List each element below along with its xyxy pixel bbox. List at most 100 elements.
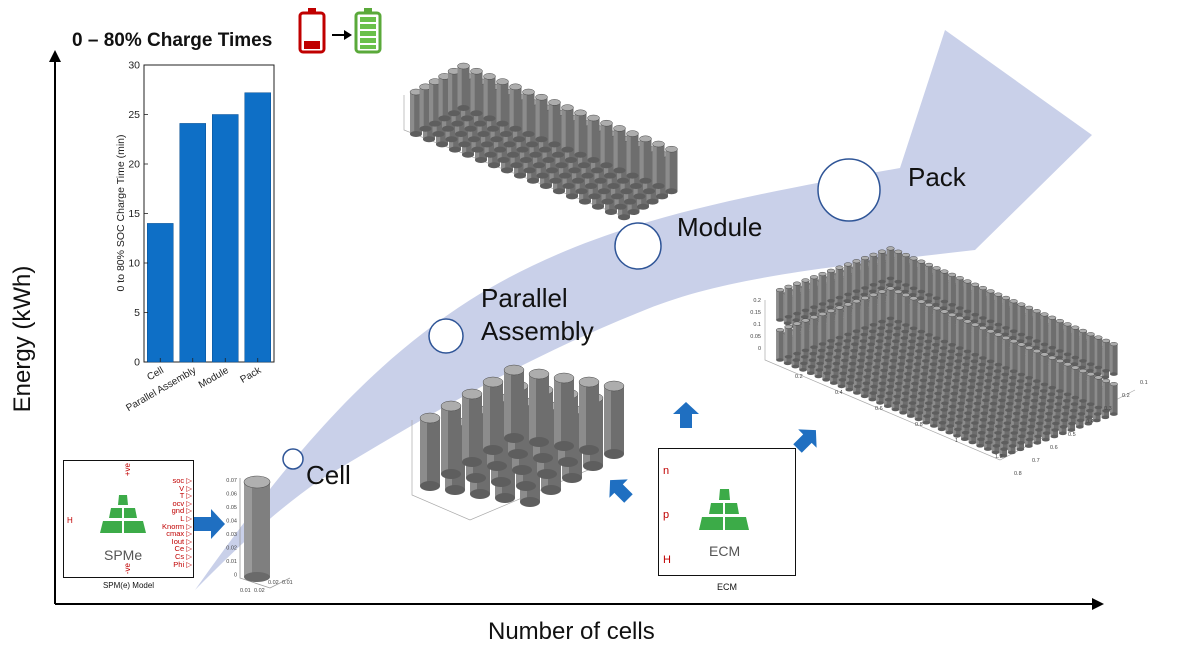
cell-z-tick-3: 0.04: [226, 519, 237, 525]
pack-stage-label: Pack: [908, 162, 966, 192]
pack-cell-120: [809, 275, 819, 310]
pack-y-tick-3: 0.4: [1086, 419, 1094, 425]
pack-z-tick-1: 0.15: [750, 310, 761, 316]
pack-cell-600: [826, 308, 836, 343]
pack-cell-396: [932, 266, 941, 301]
cell-stage-label: Cell: [306, 460, 351, 490]
pack-cell-150: [818, 271, 827, 306]
module-cell-97: [613, 125, 626, 174]
bar-2: [212, 114, 239, 363]
x-tick-label-3: Pack: [238, 365, 264, 386]
pack-cell-390: [886, 246, 895, 281]
pack-cell-395: [924, 262, 934, 297]
module-cell-90: [522, 88, 535, 137]
pack-cell-690: [852, 299, 861, 334]
spme-negative-port: -ve: [123, 563, 132, 575]
pack-cell-570: [818, 311, 827, 346]
spme-logo-icon: [100, 495, 146, 533]
spme-output-8: Iout ▷: [171, 536, 192, 546]
spme-block-caption: SPM(e) Model: [102, 581, 155, 590]
pack-cell-60: [792, 281, 802, 316]
pack-cell-403: [986, 289, 995, 324]
parallel-cell-0: [419, 412, 441, 491]
pack-cell-90: [801, 278, 810, 313]
pack-x-tick-1: 0.4: [835, 390, 843, 396]
pack-cell-817: [940, 309, 949, 344]
pack-y-tick-4: 0.5: [1068, 432, 1076, 438]
cell-x-tick-1: 0.02: [254, 588, 265, 594]
pack-cell-410: [1040, 312, 1049, 347]
pack-cell-810: [886, 286, 895, 321]
spme-output-0: soc ▷: [172, 476, 192, 485]
pack-cell-780: [877, 289, 887, 324]
pack-cell-833: [1063, 362, 1072, 397]
pack-cell-405: [1001, 295, 1011, 330]
pack-cell-540: [809, 315, 819, 350]
ecm-h-port: H: [663, 554, 671, 566]
pack-cell-821: [971, 322, 980, 357]
pack-cell-392: [901, 252, 910, 287]
ecm-block: n p H ECM: [658, 448, 796, 576]
cell-z-tick-1: 0.06: [226, 492, 237, 498]
pack-cell-399: [955, 276, 964, 310]
cell-z-tick-7: 0: [234, 573, 237, 579]
pack-cell-418: [1102, 338, 1111, 373]
module-cell-51: [438, 73, 451, 122]
pack-cell-839: [1109, 382, 1118, 416]
pack-z-tick-3: 0.05: [750, 334, 761, 340]
pack-cell-811: [894, 289, 903, 324]
pack-cell-813: [909, 296, 918, 331]
pack-cell-420: [775, 327, 785, 362]
page-title: 0 – 80% Charge Times: [72, 30, 273, 51]
pack-y-tick-7: 0.8: [1014, 471, 1022, 477]
pack-cell-827: [1017, 342, 1026, 377]
pack-y-tick-5: 0.6: [1050, 445, 1058, 451]
y-tick-label-0: 0: [134, 357, 140, 369]
bar-1: [179, 123, 206, 363]
ecm-n-port: n: [663, 465, 670, 477]
pack-cell-397: [940, 269, 949, 304]
module-cell-96: [600, 119, 613, 169]
y-tick-label-5: 25: [128, 109, 140, 121]
cell-z-tick-6: 0.01: [226, 559, 237, 565]
module-cell-99: [639, 135, 652, 184]
pack-cell-820: [963, 319, 972, 354]
pack-cell-829: [1032, 349, 1041, 383]
pack-cell-480: [792, 321, 802, 356]
empty-battery-icon: [298, 8, 326, 54]
pack-cell-819: [955, 316, 964, 350]
module-cell-17: [419, 83, 432, 132]
spme-positive-port: +ve: [123, 463, 132, 477]
pack-cell-812: [901, 292, 910, 327]
right-arrow-icon: [332, 30, 352, 40]
cell-z-tick-2: 0.05: [226, 505, 237, 511]
pack-cell-391: [894, 249, 903, 284]
spme-output-4: gnd ▷: [171, 506, 192, 516]
pack-cell-825: [1001, 335, 1011, 370]
spme-output-10: Cs ▷: [174, 552, 192, 561]
pack-cell-750: [869, 292, 878, 327]
y-tick-label-2: 10: [128, 258, 140, 270]
pack-cell-210: [835, 265, 844, 300]
pack-cell-407: [1017, 302, 1026, 337]
cell-x-tick-3: 0.01: [282, 580, 293, 586]
module-cell-0: [409, 88, 423, 137]
module-cell-100: [652, 140, 665, 189]
spme-output-9: Ce ▷: [174, 544, 192, 554]
pack-x-tick-0: 0.2: [795, 374, 803, 380]
chart-y-axis-label: 0 to 80% SOC Charge Time (min): [115, 135, 127, 292]
y-tick-label-6: 30: [128, 60, 140, 72]
pack-cell-408: [1025, 305, 1034, 340]
pack-cell-814: [917, 299, 926, 334]
parallel-cell-22: [553, 372, 575, 451]
pack-cell-240: [843, 262, 853, 297]
pack-cell-300: [860, 255, 870, 290]
parallel-cell-15: [482, 376, 504, 455]
pack-cell-393: [909, 256, 918, 291]
pack-cell-404: [994, 292, 1003, 327]
ecm-block-caption: ECM: [717, 582, 737, 592]
spme-output-2: T ▷: [179, 491, 192, 501]
pack-cell-720: [860, 295, 870, 330]
ecm-block-name: ECM: [709, 543, 741, 559]
